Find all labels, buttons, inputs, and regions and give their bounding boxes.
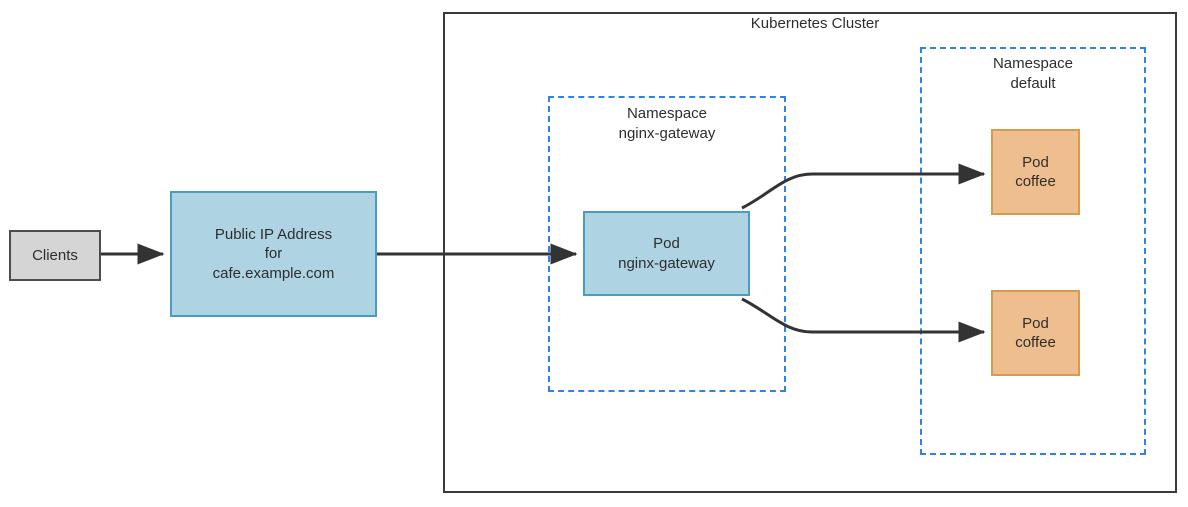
- node-pod-coffee-top[interactable]: Pod coffee: [991, 129, 1080, 215]
- namespace-box-default: [920, 47, 1146, 455]
- node-pod-coffee-bottom[interactable]: Pod coffee: [991, 290, 1080, 376]
- namespace-label-nginx-gateway: Namespace nginx-gateway: [618, 105, 716, 142]
- namespace-box-nginx-gateway: [548, 96, 786, 392]
- namespace-label-default: Namespace default: [992, 55, 1074, 92]
- kubernetes-cluster-label: Kubernetes Cluster: [750, 15, 880, 32]
- node-clients[interactable]: Clients: [9, 230, 101, 281]
- node-public-ip-address[interactable]: Public IP Address for cafe.example.com: [170, 191, 377, 317]
- node-pod-nginx-gateway[interactable]: Pod nginx-gateway: [583, 211, 750, 296]
